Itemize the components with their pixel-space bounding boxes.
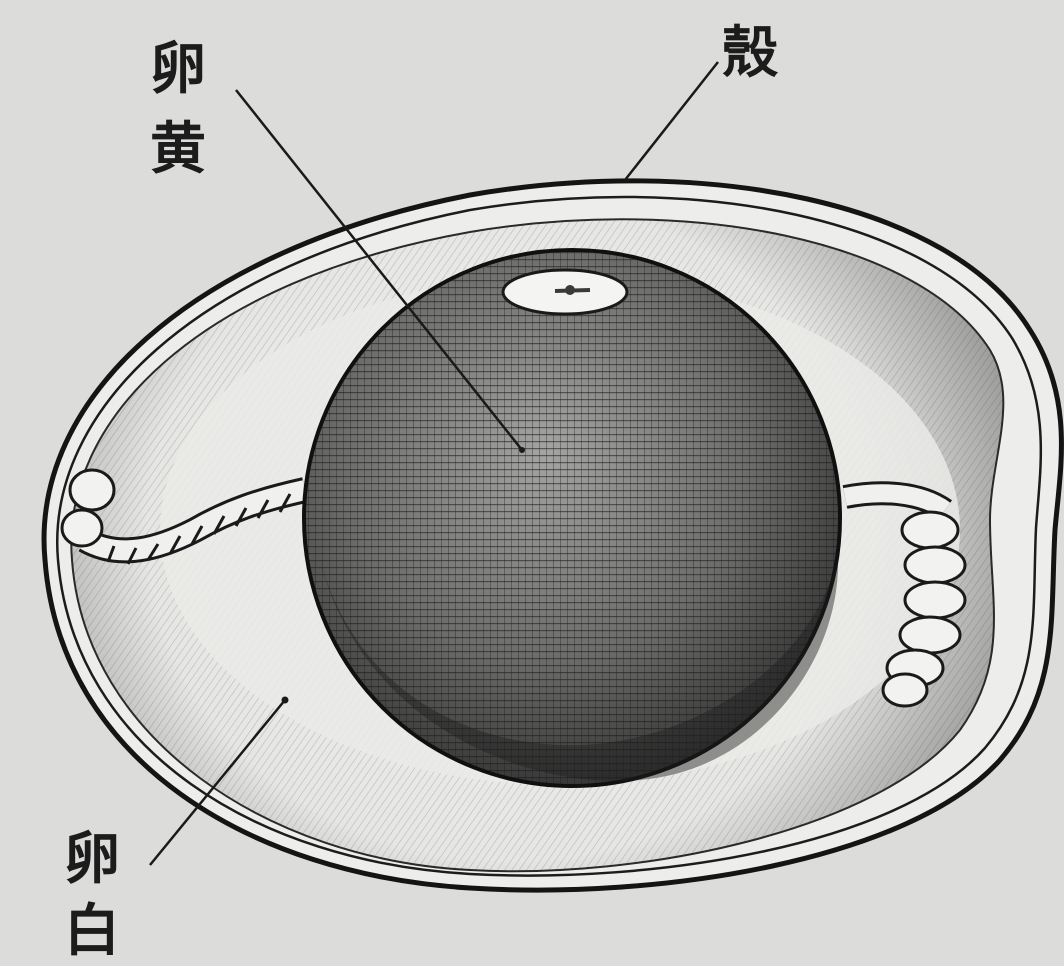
shell-leader-line <box>625 62 718 180</box>
label-yolk-char-1: 卵 <box>150 36 206 102</box>
germinal-disc <box>503 270 627 314</box>
yolk-leader-dot <box>519 447 525 453</box>
label-albumen-char-1: 卵 <box>64 826 120 892</box>
albumen-leader-dot <box>282 697 289 704</box>
yolk <box>304 250 840 786</box>
label-shell: 殼 <box>722 20 779 86</box>
label-albumen-char-2: 白 <box>64 898 120 964</box>
label-yolk-char-2: 黄 <box>150 116 206 182</box>
